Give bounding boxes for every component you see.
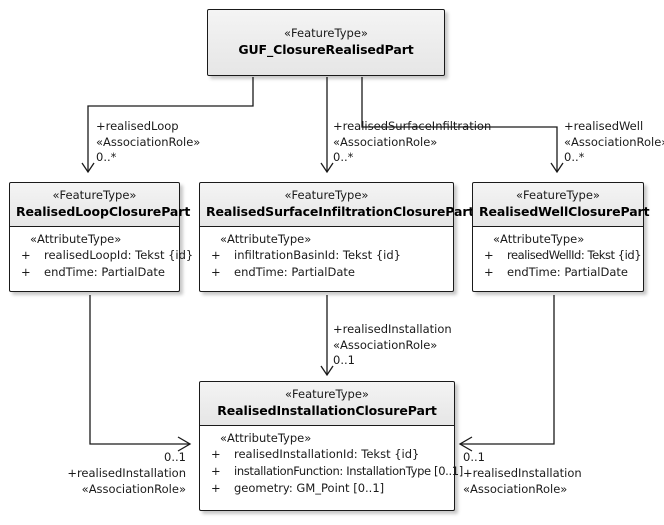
multiplicity-value: 0..1 <box>333 353 355 367</box>
attribute-stereotype: «AttributeType» <box>220 431 312 445</box>
edge-label-surface-to-installation: +realisedInstallation «AssociationRole» <box>333 322 452 353</box>
attribute-text: infiltrationBasinId: Tekst {id} <box>234 248 401 262</box>
class-name: RealisedWellClosurePart <box>479 204 650 219</box>
edge-label-root-to-well: +realisedWell «AssociationRole» <box>564 119 664 150</box>
class-name: RealisedInstallationClosurePart <box>217 403 437 418</box>
attribute-row: + infiltrationBasinId: Tekst {id} <box>204 247 449 264</box>
visibility-marker: + <box>211 447 221 461</box>
class-box-realised-installation-closure-part[interactable]: «FeatureType» RealisedInstallationClosur… <box>199 381 463 511</box>
visibility-marker: + <box>21 265 31 279</box>
multiplicity-value: 0..1 <box>164 450 186 464</box>
attribute-row: + endTime: PartialDate <box>477 264 639 281</box>
multiplicity-loop-to-installation: 0..1 <box>98 450 186 466</box>
attribute-row: + geometry: GM_Point [0..1] <box>204 480 450 497</box>
attribute-text: endTime: PartialDate <box>44 265 165 279</box>
visibility-marker: + <box>484 265 494 279</box>
attribute-stereotype: «AttributeType» <box>493 232 585 246</box>
class-header: «FeatureType» RealisedSurfaceInfiltratio… <box>200 183 475 227</box>
class-header: «FeatureType» RealisedWellClosurePart <box>473 183 650 227</box>
visibility-marker: + <box>484 248 494 262</box>
class-attributes: «AttributeType» + realisedInstallationId… <box>200 426 463 501</box>
class-name: RealisedSurfaceInfiltrationClosurePart <box>206 204 475 219</box>
edge-well-to-installation <box>458 295 555 452</box>
multiplicity-well-to-installation: 0..1 <box>463 450 485 466</box>
class-stereotype: «FeatureType» <box>285 387 369 401</box>
association-stereotype: «AssociationRole» <box>96 134 201 149</box>
class-stereotype: «FeatureType» <box>516 188 600 202</box>
association-role-name: +realisedWell <box>564 119 644 133</box>
class-header: «FeatureType» RealisedInstallationClosur… <box>200 382 454 426</box>
class-box-realised-well-closure-part[interactable]: «FeatureType» RealisedWellClosurePart «A… <box>472 182 650 292</box>
class-name: RealisedLoopClosurePart <box>16 204 191 219</box>
multiplicity-root-to-surface: 0..* <box>333 150 353 166</box>
class-attributes: «AttributeType» + realisedWellId: Tekst … <box>473 227 643 285</box>
association-role-name: +realisedInstallation <box>67 466 186 480</box>
multiplicity-value: 0..* <box>564 150 585 164</box>
class-header: «FeatureType» GUF_ClosureRealisedPart <box>208 10 444 75</box>
edge-label-root-to-surface: +realisedSurfaceInfiltration «Associatio… <box>333 119 491 150</box>
multiplicity-value: 0..* <box>333 150 354 164</box>
edge-label-loop-to-installation: +realisedInstallation «AssociationRole» <box>46 466 186 497</box>
association-stereotype: «AssociationRole» <box>333 134 438 149</box>
class-attributes: «AttributeType» + realisedLoopId: Tekst … <box>10 227 193 285</box>
visibility-marker: + <box>211 248 221 262</box>
attribute-text: realisedWellId: Tekst {id} <box>507 248 642 262</box>
association-stereotype: «AssociationRole» <box>333 337 438 352</box>
attribute-text: geometry: GM_Point [0..1] <box>234 481 385 495</box>
attribute-text: realisedLoopId: Tekst {id} <box>44 248 194 262</box>
association-role-name: +realisedLoop <box>96 119 179 133</box>
visibility-marker: + <box>211 481 221 495</box>
multiplicity-root-to-loop: 0..* <box>96 150 116 166</box>
association-role-name: +realisedInstallation <box>333 322 452 336</box>
attribute-text: endTime: PartialDate <box>234 265 355 279</box>
multiplicity-value: 0..1 <box>463 450 485 464</box>
attribute-text: installationFunction: InstallationType [… <box>234 464 463 478</box>
class-box-guf-closure-realised-part[interactable]: «FeatureType» GUF_ClosureRealisedPart <box>207 9 445 76</box>
class-attributes: «AttributeType» + infiltrationBasinId: T… <box>200 227 453 285</box>
attribute-text: realisedInstallationId: Tekst {id} <box>234 447 420 461</box>
class-box-realised-surface-infiltration-closure-part[interactable]: «FeatureType» RealisedSurfaceInfiltratio… <box>199 182 475 292</box>
attribute-stereotype: «AttributeType» <box>30 232 122 246</box>
class-header: «FeatureType» RealisedLoopClosurePart <box>10 183 191 227</box>
visibility-marker: + <box>211 464 221 478</box>
multiplicity-value: 0..* <box>96 150 117 164</box>
association-stereotype: «AssociationRole» <box>564 134 664 149</box>
class-stereotype: «FeatureType» <box>284 26 368 40</box>
attribute-row: + realisedWellId: Tekst {id} <box>477 247 642 264</box>
attribute-row: + installationFunction: InstallationType… <box>204 463 463 480</box>
edge-loop-to-installation <box>89 295 192 452</box>
attribute-text: endTime: PartialDate <box>507 265 628 279</box>
attribute-stereotype: «AttributeType» <box>220 232 312 246</box>
class-name: GUF_ClosureRealisedPart <box>238 42 414 57</box>
visibility-marker: + <box>21 248 31 262</box>
association-stereotype: «AssociationRole» <box>463 481 568 496</box>
attribute-row: + endTime: PartialDate <box>14 264 175 281</box>
multiplicity-root-to-well: 0..* <box>564 150 584 166</box>
class-box-realised-loop-closure-part[interactable]: «FeatureType» RealisedLoopClosurePart «A… <box>9 182 193 292</box>
attribute-row: + realisedInstallationId: Tekst {id} <box>204 446 450 463</box>
association-role-name: +realisedSurfaceInfiltration <box>333 119 492 133</box>
class-stereotype: «FeatureType» <box>52 188 137 202</box>
visibility-marker: + <box>211 265 221 279</box>
association-role-name: +realisedInstallation <box>463 466 582 480</box>
association-stereotype: «AssociationRole» <box>81 481 186 496</box>
attribute-row: + realisedLoopId: Tekst {id} <box>14 247 193 264</box>
edge-label-well-to-installation: +realisedInstallation «AssociationRole» <box>463 466 582 497</box>
attribute-row: + endTime: PartialDate <box>204 264 449 281</box>
edge-label-root-to-loop: +realisedLoop «AssociationRole» <box>96 119 200 150</box>
multiplicity-surface-to-installation: 0..1 <box>333 353 355 369</box>
class-stereotype: «FeatureType» <box>284 188 369 202</box>
